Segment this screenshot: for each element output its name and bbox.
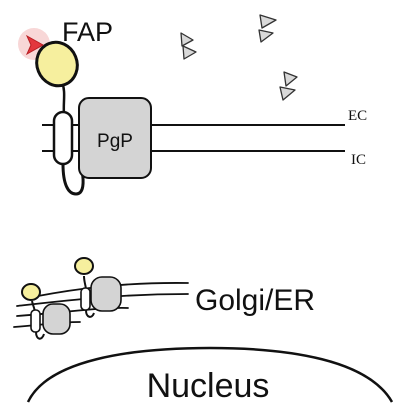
internal-fap-pgp-lower — [21, 283, 71, 340]
internal-pgp-box — [90, 276, 122, 312]
golgi-er-label: Golgi/ER — [195, 284, 315, 317]
internal-fap-transmembrane — [30, 309, 41, 333]
fap-label: FAP — [62, 17, 113, 47]
nucleus-envelope — [26, 346, 394, 403]
fap-domain — [35, 40, 79, 88]
internal-pgp-box — [42, 303, 71, 335]
internal-fap-domain — [21, 283, 41, 301]
red-arrowhead-icon — [25, 34, 45, 56]
internal-fap-transmembrane — [80, 287, 91, 311]
pgp-transporter: PgP — [78, 97, 152, 179]
internal-fap-domain — [74, 257, 94, 275]
double-triangle-icon — [279, 71, 298, 101]
ec-label: EC — [348, 108, 367, 124]
double-triangle-icon — [180, 32, 197, 60]
fap-cytoplasmic-tail — [61, 163, 85, 196]
nucleus-label: Nucleus — [147, 367, 270, 405]
internal-fap-tail — [85, 309, 95, 318]
internal-fap-pgp-upper — [74, 257, 122, 318]
pgp-label: PgP — [97, 131, 133, 152]
drug-molecules — [180, 14, 298, 101]
internal-fap-tail — [35, 331, 45, 340]
ic-label: IC — [351, 152, 366, 168]
double-triangle-icon — [258, 14, 277, 43]
fap-transmembrane-domain — [52, 110, 74, 166]
fap-protein — [18, 28, 85, 196]
pgp-box — [78, 97, 152, 179]
